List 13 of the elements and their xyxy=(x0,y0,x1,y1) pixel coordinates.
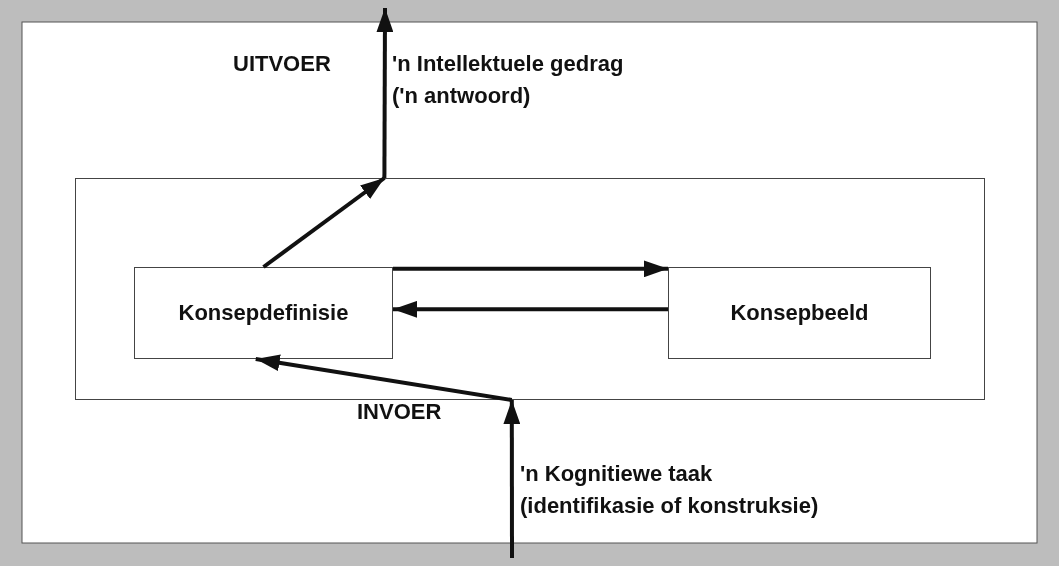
arrow xyxy=(255,354,513,402)
flow-label: INVOER xyxy=(357,398,443,426)
arrow xyxy=(393,260,668,278)
flow-label: UITVOER xyxy=(233,50,332,78)
description-text: 'n Intellektuele gedrag ('n antwoord) xyxy=(392,50,625,110)
arrow xyxy=(262,176,386,269)
system-box xyxy=(75,178,985,400)
arrow xyxy=(393,300,668,318)
arrow xyxy=(376,8,394,178)
arrow xyxy=(503,400,521,558)
concept-box: Konsepbeeld xyxy=(668,267,931,359)
concept-box: Konsepdefinisie xyxy=(134,267,393,359)
description-text: 'n Kognitiewe taak (identifikasie of konstruksie) xyxy=(520,460,820,520)
